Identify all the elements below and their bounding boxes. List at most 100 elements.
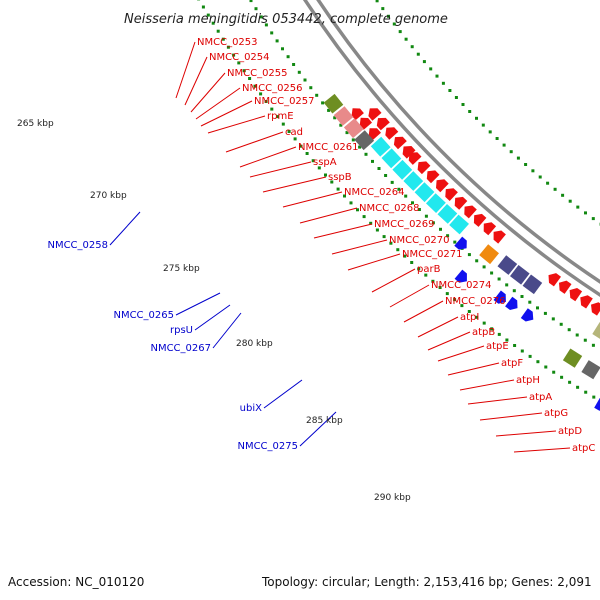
gene-feature — [591, 302, 600, 316]
gene-feature — [392, 159, 413, 180]
gene-feature — [354, 130, 375, 151]
tick-mark — [448, 89, 452, 92]
gene-feature — [479, 244, 499, 265]
label-leader-lines — [109, 41, 571, 453]
tick-mark — [568, 199, 572, 203]
reverse-gene-label: rpsU — [170, 325, 193, 336]
tick-mark — [568, 380, 572, 384]
forward-gene-label: atpC — [572, 443, 595, 454]
tick-mark — [424, 273, 428, 277]
tick-mark — [422, 60, 426, 64]
gene-feature — [426, 170, 440, 184]
tick-mark — [560, 375, 564, 379]
tick-mark — [445, 292, 449, 296]
tick-mark — [520, 295, 524, 298]
tick-mark — [327, 108, 331, 112]
gene-feature — [473, 213, 487, 227]
leader-line — [175, 41, 196, 99]
gene-feature — [343, 118, 364, 139]
tick-mark — [446, 234, 450, 238]
tick-mark — [505, 338, 509, 342]
leader-line — [459, 379, 515, 391]
gene-feature — [497, 255, 518, 275]
tick-mark — [311, 159, 315, 163]
tick-mark — [543, 311, 547, 315]
tick-mark — [382, 235, 386, 239]
tick-mark — [259, 15, 263, 19]
gene-feature — [359, 117, 372, 130]
leader-line — [389, 284, 430, 308]
tick-mark — [591, 217, 595, 221]
backbone-inner — [303, 0, 600, 297]
forward-gene-label: NMCC_0270 — [389, 235, 450, 246]
tick-mark — [417, 208, 421, 211]
gene-feature — [368, 128, 381, 141]
gene-feature — [333, 106, 354, 126]
gene-feature — [376, 117, 390, 131]
tick-mark — [524, 163, 528, 166]
tick-mark — [528, 300, 532, 304]
gene-feature — [569, 288, 583, 302]
feature-tracks — [323, 93, 600, 411]
forward-gene-label: sspA — [313, 157, 337, 168]
tick-mark — [528, 354, 532, 358]
gene-feature — [562, 348, 583, 368]
tick-mark — [369, 221, 373, 225]
scale-label-280kbp: 280 kbp — [236, 339, 273, 349]
leader-line — [299, 411, 337, 447]
leader-line — [467, 396, 528, 405]
tick-mark — [305, 152, 309, 155]
gene-feature — [522, 274, 543, 295]
tick-mark — [226, 45, 230, 49]
tick-mark — [546, 181, 550, 185]
tick-mark — [475, 315, 479, 319]
tick-mark — [336, 187, 340, 191]
tick-mark — [254, 7, 258, 11]
gene-feature — [370, 136, 391, 157]
forward-gene-label: atpE — [486, 341, 509, 352]
tick-mark — [281, 122, 285, 126]
leader-line — [479, 412, 543, 421]
gene-feature — [493, 230, 506, 244]
gene-feature — [385, 127, 399, 140]
leader-line — [109, 211, 141, 246]
gene-feature — [454, 269, 467, 283]
tick-mark — [264, 23, 268, 27]
tick-mark — [381, 7, 385, 11]
tick-mark — [358, 145, 362, 149]
gene-feature — [393, 136, 407, 150]
gene-feature — [580, 295, 593, 309]
tick-mark — [411, 201, 414, 205]
reverse-gene-label: NMCC_0258 — [47, 240, 108, 251]
tick-mark — [467, 310, 471, 313]
tick-mark — [502, 143, 506, 147]
forward-gene-label: NMCC_0257 — [254, 96, 315, 107]
tick-mark — [520, 349, 524, 353]
tick-mark — [559, 322, 563, 326]
tick-mark — [392, 22, 396, 26]
forward-gene-label: NMCC_0264 — [344, 187, 405, 198]
tick-mark — [201, 5, 205, 9]
tick-mark — [536, 306, 539, 310]
tick-mark — [538, 175, 542, 179]
tick-mark — [397, 187, 401, 191]
forward-gene-label: NMCC_0271 — [402, 249, 463, 260]
tick-mark — [259, 92, 263, 96]
tick-mark — [468, 110, 472, 113]
gene-feature — [402, 146, 416, 159]
tick-mark — [431, 279, 435, 283]
gene-feature — [323, 93, 344, 114]
leader-line — [200, 100, 253, 127]
tick-mark — [488, 130, 492, 134]
forward-gene-label: atpA — [529, 392, 552, 403]
gene-feature — [445, 188, 458, 201]
tick-mark — [309, 86, 313, 90]
tick-mark — [576, 205, 580, 209]
tick-mark — [403, 254, 407, 258]
tick-mark — [292, 63, 296, 66]
forward-gene-label: NMCC_0268 — [359, 203, 420, 214]
forward-gene-label: NMCC_0274 — [431, 280, 492, 291]
leader-line — [262, 176, 327, 193]
tick-mark — [349, 201, 353, 205]
tick-mark — [576, 385, 580, 389]
